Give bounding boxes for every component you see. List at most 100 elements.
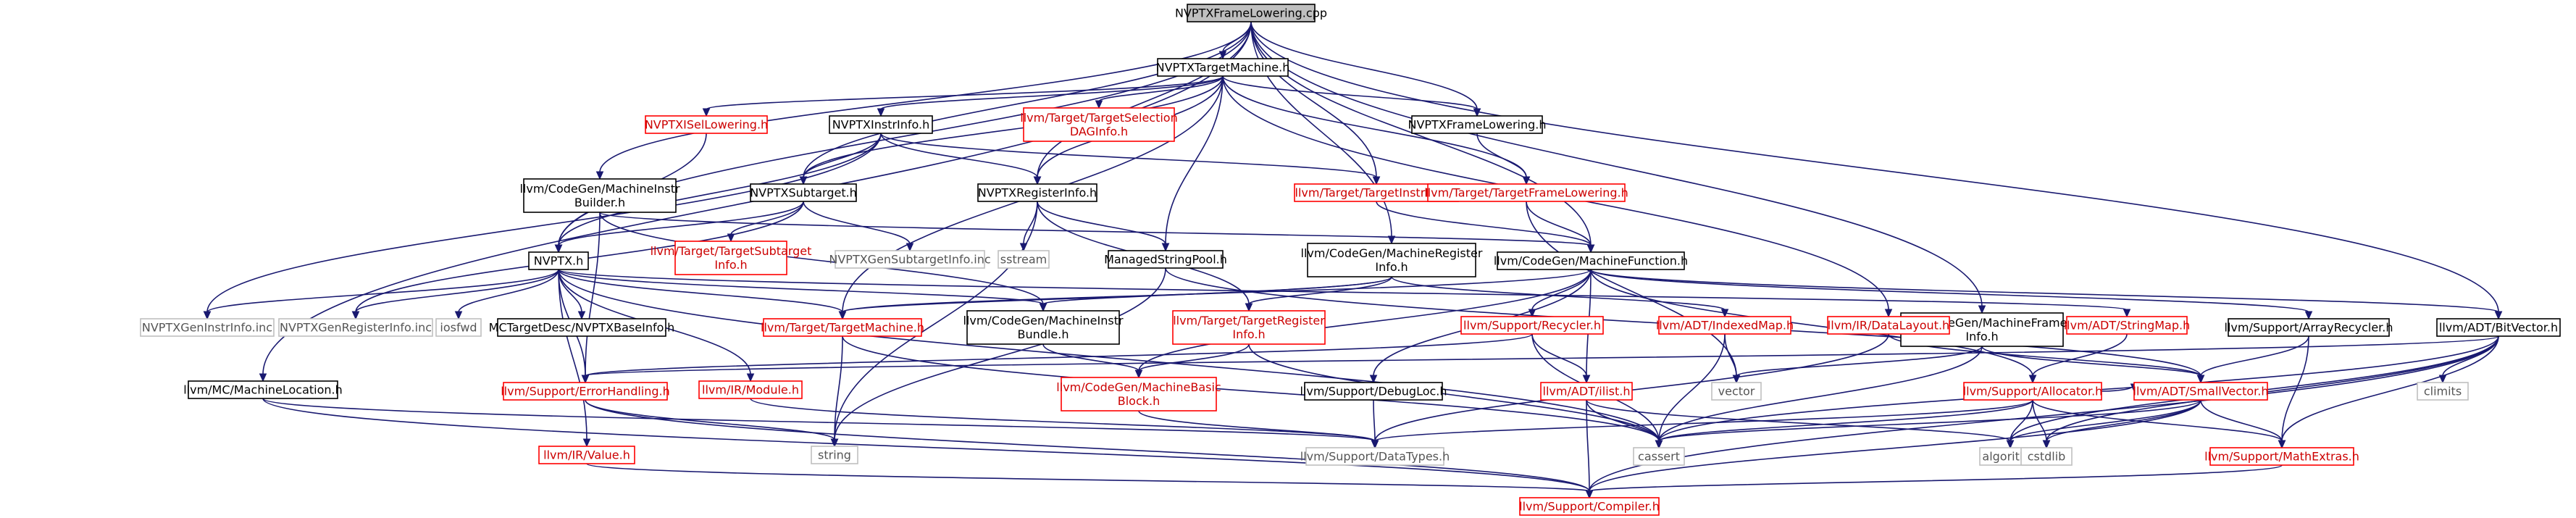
- node-bitvector[interactable]: llvm/ADT/BitVector.h: [2436, 318, 2561, 337]
- node-machinefunction[interactable]: llvm/CodeGen/MachineFunction.h: [1494, 251, 1688, 270]
- node-label: llvm/Support/MathExtras.h: [2204, 450, 2359, 464]
- node-smallvector[interactable]: llvm/ADT/SmallVector.h: [2133, 382, 2269, 401]
- include-edge: [803, 201, 911, 245]
- node-nvptxframeloweringcpp[interactable]: NVPTXFrameLowering.cpp: [1175, 4, 1327, 22]
- include-edge: [2200, 335, 2309, 377]
- edge-arrowhead: [581, 375, 590, 384]
- node-label: llvm/Support/Compiler.h: [1519, 500, 1660, 514]
- node-nvptxgeninstrinfo[interactable]: NVPTXGenInstrInfo.inc: [140, 318, 275, 337]
- include-edge: [1250, 21, 2499, 313]
- include-edge: [803, 133, 882, 178]
- include-edge: [2281, 335, 2499, 442]
- node-nvptxregisterinfo[interactable]: NVPTXRegisterInfo.h: [977, 183, 1097, 202]
- node-label: llvm/Target/TargetInstrInfo.h: [1295, 186, 1458, 200]
- node-iosfwd[interactable]: iosfwd: [435, 318, 482, 337]
- edge-arrowhead: [1582, 375, 1591, 384]
- node-vector[interactable]: vector: [1711, 382, 1762, 401]
- node-nvptxisellowering[interactable]: NVPTXISelLowering.h: [645, 115, 768, 134]
- node-box: [1023, 107, 1175, 142]
- node-allocator[interactable]: llvm/Support/Allocator.h: [1963, 382, 2103, 401]
- include-edge: [1250, 21, 1478, 110]
- include-edge: [803, 75, 1224, 178]
- edge-arrowhead: [1371, 440, 1379, 449]
- include-edge: [2032, 399, 2283, 442]
- node-box: [763, 318, 922, 337]
- node-box: [674, 241, 787, 275]
- node-string[interactable]: string: [811, 446, 858, 464]
- node-box: [1187, 4, 1316, 22]
- include-edge: [1526, 201, 1592, 246]
- node-indexedmap[interactable]: llvm/ADT/IndexedMap.h: [1656, 316, 1794, 335]
- node-machinelocation[interactable]: llvm/MC/MachineLocation.h: [183, 380, 343, 399]
- node-nvptxsubtarget[interactable]: NVPTXSubtarget.h: [750, 183, 857, 202]
- edge-arrowhead: [1372, 176, 1381, 185]
- node-mctargetdesc[interactable]: MCTargetDesc/NVPTXBaseInfo.h: [489, 318, 675, 337]
- node-box: [1827, 316, 1950, 335]
- node-box: [2066, 316, 2188, 335]
- node-label: llvm/ADT/IndexedMap.h: [1656, 319, 1794, 333]
- node-box: [698, 380, 803, 399]
- node-box: [2133, 382, 2268, 401]
- include-edge: [1138, 410, 1376, 442]
- node-datalayout[interactable]: llvm/IR/DataLayout.h: [1827, 316, 1950, 335]
- node-label: Info.h: [714, 258, 747, 272]
- include-edge: [1531, 333, 1587, 377]
- node-label: vector: [1718, 385, 1755, 398]
- node-nvptxgensubtargetinfo[interactable]: NVPTXGenSubtargetInfo.inc: [829, 250, 991, 269]
- node-datatypes[interactable]: llvm/Support/DataTypes.h: [1300, 447, 1450, 466]
- node-managedstringpool[interactable]: ManagedStringPool.h: [1104, 250, 1227, 269]
- node-arrayrecycler[interactable]: llvm/Support/ArrayRecycler.h: [2225, 318, 2393, 337]
- node-recycler[interactable]: llvm/Support/Recycler.h: [1460, 316, 1604, 335]
- node-box: [2020, 447, 2073, 466]
- edge-arrowhead: [1161, 243, 1170, 252]
- node-box: [1411, 115, 1543, 134]
- node-targetmachine[interactable]: llvm/Target/TargetMachine.h: [761, 318, 924, 337]
- include-edge: [880, 75, 1224, 110]
- node-box: [140, 318, 275, 337]
- node-nvptxtargetmachineh[interactable]: NVPTXTargetMachine.h: [1156, 58, 1290, 77]
- node-debugloc[interactable]: llvm/Support/DebugLoc.h: [1300, 382, 1447, 401]
- node-ilist[interactable]: llvm/ADT/ilist.h: [1540, 382, 1633, 401]
- node-compiler[interactable]: llvm/Support/Compiler.h: [1519, 497, 1660, 516]
- node-nvptxh[interactable]: NVPTX.h: [528, 251, 589, 270]
- node-box: [1658, 316, 1791, 335]
- node-targetframelowering[interactable]: llvm/Target/TargetFrameLowering.h: [1424, 183, 1628, 202]
- node-nvptxgenregisterinfo[interactable]: NVPTXGenRegisterInfo.inc: [278, 318, 433, 337]
- edge-arrowhead: [2304, 311, 2313, 320]
- node-cassert[interactable]: cassert: [1633, 447, 1685, 466]
- node-box: [1061, 377, 1217, 412]
- include-edge: [1590, 269, 2499, 313]
- node-label: Info.h: [1965, 330, 1998, 343]
- node-irvalue[interactable]: llvm/IR/Value.h: [538, 446, 635, 464]
- include-edge: [834, 267, 1166, 440]
- node-box: [1497, 251, 1685, 270]
- node-stringmap[interactable]: llvm/ADT/StringMap.h: [2064, 316, 2191, 335]
- node-box: [750, 183, 857, 202]
- node-label: llvm/ADT/BitVector.h: [2439, 321, 2558, 335]
- include-edge: [1250, 21, 1983, 307]
- edge-arrowhead: [906, 243, 914, 252]
- node-cstdlib[interactable]: cstdlib: [2020, 447, 2073, 466]
- edge-arrowhead: [1586, 244, 1595, 254]
- edge-arrowhead: [1245, 303, 1253, 312]
- include-edge: [1248, 276, 1392, 305]
- include-edge: [1736, 346, 1983, 377]
- node-module[interactable]: llvm/IR/Module.h: [698, 380, 803, 399]
- node-nvptxframeloweringh[interactable]: NVPTXFrameLowering.h: [1408, 115, 1547, 134]
- node-label: Builder.h: [574, 196, 625, 209]
- node-mathextras[interactable]: llvm/Support/MathExtras.h: [2204, 447, 2359, 466]
- node-errorhandling[interactable]: llvm/Support/ErrorHandling.h: [501, 382, 670, 401]
- node-box: [998, 250, 1050, 269]
- node-climits[interactable]: climits: [2417, 382, 2469, 401]
- node-sstream[interactable]: sstream: [998, 250, 1050, 269]
- node-nvptxinstrinfo[interactable]: NVPTXInstrInfo.h: [829, 115, 933, 134]
- node-label: string: [818, 448, 851, 462]
